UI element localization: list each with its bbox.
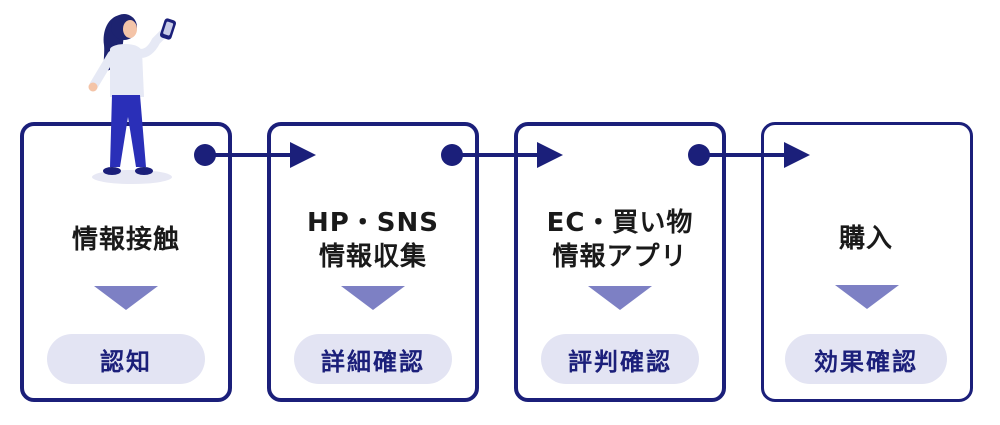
step-label: 情報接触 <box>24 206 228 274</box>
down-triangle-icon <box>588 286 652 310</box>
step-result-pill: 効果確認 <box>785 334 947 384</box>
step-label-line: 購入 <box>838 224 893 254</box>
step-box-purchase: 購入 効果確認 <box>761 122 973 402</box>
step-label-line: EC・買い物 <box>546 208 694 238</box>
step-result-pill: 詳細確認 <box>294 334 452 384</box>
step-label: 購入 <box>763 205 969 273</box>
step-label-line: 情報収集 <box>318 242 427 272</box>
step-label-line: 情報接触 <box>71 225 180 255</box>
step-label-line: 情報アプリ <box>552 242 688 272</box>
step-result-pill: 評判確認 <box>541 334 699 384</box>
person-with-phone-icon <box>88 14 177 184</box>
down-triangle-icon <box>94 286 158 310</box>
step-box-awareness: 情報接触 認知 <box>20 122 232 402</box>
step-result-text: 詳細確認 <box>321 347 425 376</box>
step-result-pill: 認知 <box>47 334 205 384</box>
step-label: EC・買い物 情報アプリ <box>518 206 722 274</box>
step-result-text: 評判確認 <box>568 347 672 376</box>
down-triangle-icon <box>835 285 899 309</box>
step-box-shopping-apps: EC・買い物 情報アプリ 評判確認 <box>514 122 726 402</box>
step-label-line: HP・SNS <box>306 208 440 238</box>
down-triangle-icon <box>341 286 405 310</box>
step-result-text: 認知 <box>100 347 152 376</box>
step-box-info-gathering: HP・SNS 情報収集 詳細確認 <box>267 122 479 402</box>
step-result-text: 効果確認 <box>814 347 918 376</box>
step-label: HP・SNS 情報収集 <box>271 206 475 274</box>
